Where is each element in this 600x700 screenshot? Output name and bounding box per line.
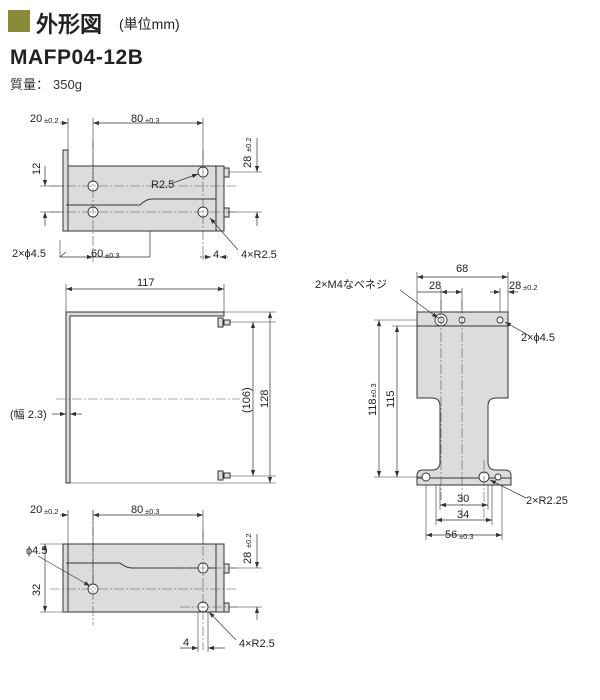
page-title: 外形図	[36, 12, 103, 37]
top-view: 20 ±0.2 80 ±0.3 28 ±0.2 12 R2.5 2×ϕ4.5 6…	[12, 113, 277, 262]
bottom-screw-2	[223, 602, 230, 613]
front-slot-1	[421, 472, 431, 482]
front-plate	[416, 311, 512, 486]
bottom-screw-1	[223, 563, 230, 574]
top-slots: 4×R2.5	[241, 249, 277, 261]
unit-note: (単位mm)	[119, 16, 180, 32]
front-dim-118: 118	[367, 398, 379, 416]
front-tol-118: ±0.3	[369, 383, 378, 398]
side-width-note: (幅 2.3)	[10, 408, 47, 421]
side-bracket	[65, 311, 225, 484]
top-tol-60: ±0.3	[105, 251, 120, 260]
front-dim-30: 30	[457, 493, 469, 505]
side-screw-2	[217, 470, 224, 481]
front-dim-28-right: 28	[509, 280, 521, 292]
bottom-flange	[62, 543, 69, 613]
mass-line: 質量：350g	[10, 74, 86, 93]
top-screw-2	[223, 207, 230, 218]
front-screws: 2×M4なべネジ	[315, 278, 387, 291]
side-dim-117: 117	[137, 277, 155, 289]
bottom-tol-20: ±0.2	[44, 507, 59, 516]
side-screw-1	[217, 317, 224, 328]
side-dim-128: 128	[259, 390, 271, 408]
title-marker	[8, 10, 30, 32]
top-radius: R2.5	[151, 179, 174, 191]
top-dim-28: 28	[242, 156, 254, 168]
top-tol-20: ±0.2	[44, 116, 59, 125]
bottom-tol-80: ±0.3	[145, 507, 160, 516]
top-dim-80: 80	[131, 113, 143, 125]
front-dim-115: 115	[385, 390, 397, 408]
front-holes: 2×ϕ4.5	[521, 332, 555, 344]
side-dim-106: (106)	[241, 387, 253, 413]
top-tol-28: ±0.2	[244, 137, 253, 152]
bottom-plate	[65, 543, 225, 613]
top-dim-20: 20	[30, 113, 42, 125]
front-radius: 2×R2.25	[526, 495, 568, 507]
side-view: 117 (106) 128 (幅 2.3)	[10, 277, 276, 484]
bottom-dim-28: 28	[242, 552, 254, 564]
top-dim-60: 60	[91, 248, 103, 260]
bottom-slots: 4×R2.5	[239, 638, 275, 650]
mass-value: 350g	[53, 77, 82, 92]
bottom-dim-80: 80	[131, 504, 143, 516]
top-screw-1	[223, 167, 230, 178]
bottom-hole-label: ϕ4.5	[26, 545, 47, 557]
front-tol-28: ±0.2	[523, 283, 538, 292]
front-tol-56: ±0.3	[459, 532, 474, 541]
mass-label: 質量：	[10, 77, 50, 92]
front-dim-28-left: 28	[429, 280, 441, 292]
top-dim-12: 12	[31, 163, 43, 175]
top-holes: 2×ϕ4.5	[12, 248, 46, 260]
bottom-view: 20 ±0.2 80 ±0.3 ϕ4.5 32 28 ±0.2 4 4×R2.5	[26, 504, 275, 652]
top-dim-4: 4	[213, 249, 219, 261]
header: 外形図 (単位mm) MAFP04-12B 質量：350g	[8, 6, 588, 96]
bottom-dim-20: 20	[30, 504, 42, 516]
front-dim-34: 34	[457, 509, 469, 521]
top-tol-80: ±0.3	[145, 116, 160, 125]
model-number: MAFP04-12B	[10, 46, 144, 69]
top-flange	[62, 149, 69, 232]
front-dim-56: 56	[445, 529, 457, 541]
bottom-dim-32: 32	[31, 584, 43, 596]
front-dim-68: 68	[456, 263, 468, 275]
front-view: 68 2×M4なべネジ 28 28 ±0.2 2×ϕ4.5 118 ±0.3 1…	[315, 263, 568, 541]
bottom-tol-28: ±0.2	[244, 533, 253, 548]
bottom-dim-4: 4	[183, 637, 189, 649]
